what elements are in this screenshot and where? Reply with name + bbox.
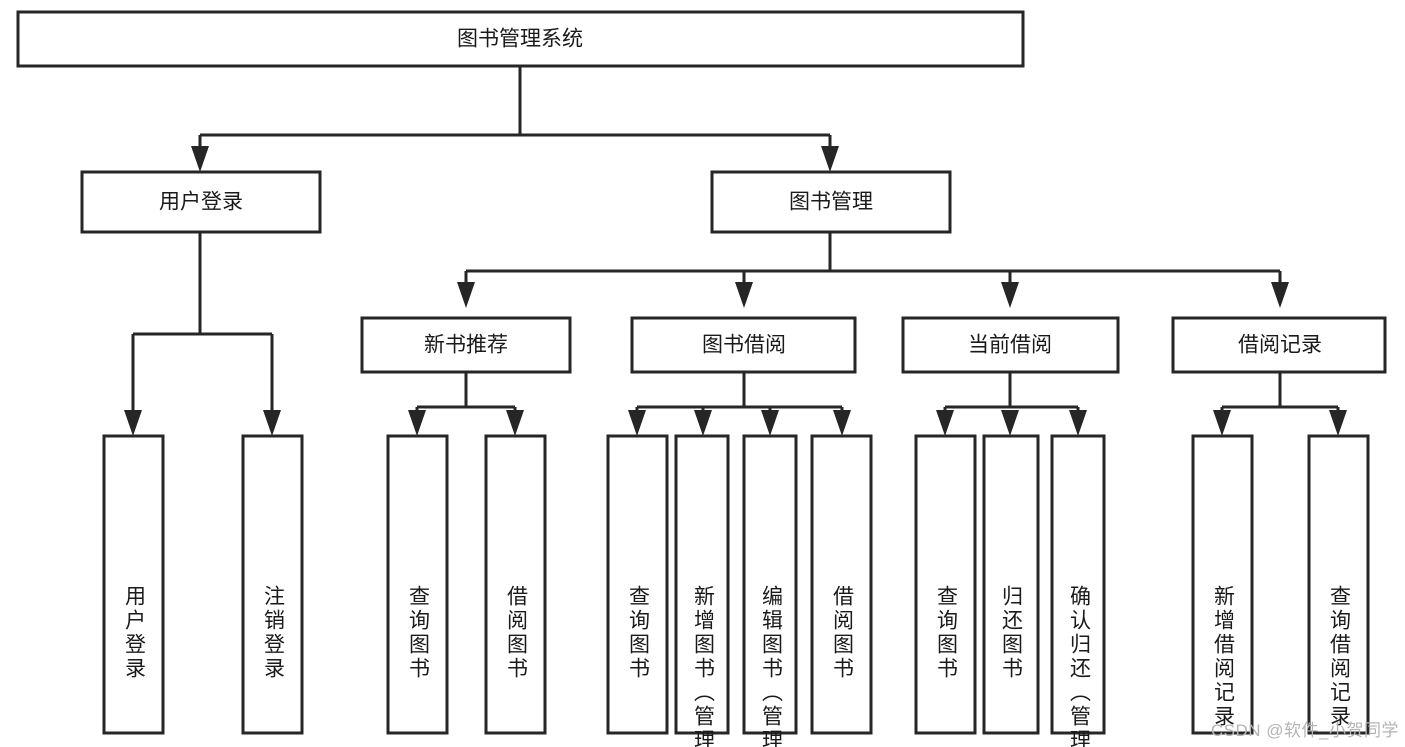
leaf-book-borrow-add[interactable]: 新增图书（管理员）: [674, 434, 730, 747]
node-book-management[interactable]: 图书管理: [710, 170, 952, 234]
connector-group-new-book: [408, 372, 524, 436]
connector-group-user-login: [124, 232, 281, 436]
leaf-borrow-record-query[interactable]: 查询借阅记录: [1307, 434, 1370, 735]
leaf-book-borrow-query-label: 查询图书: [627, 585, 651, 681]
node-current-borrow-label: 当前借阅: [968, 334, 1052, 357]
leaf-user-login-logout-label: 注销登录: [262, 585, 286, 681]
leaf-book-borrow-add-label: 新增图书（管理员）: [692, 585, 716, 747]
connector-group-book-borrow: [628, 372, 851, 436]
connector-group-borrow-record: [1213, 372, 1347, 436]
leaf-user-login-login-label: 用户登录: [123, 585, 147, 681]
node-borrow-record-label: 借阅记录: [1238, 334, 1322, 357]
node-new-book-recommend-label: 新书推荐: [424, 334, 508, 357]
leaf-book-borrow-edit-label: 编辑图书（管理员）: [760, 585, 784, 747]
leaf-book-borrow-borrow[interactable]: 借阅图书: [810, 434, 873, 735]
leaf-current-borrow-return[interactable]: 归还图书: [982, 434, 1040, 735]
leaf-borrow-record-add[interactable]: 新增借阅记录: [1191, 434, 1254, 735]
connector-group-book-management: [457, 232, 1289, 308]
leaf-current-borrow-confirm[interactable]: 确认归还（管理员）: [1050, 434, 1106, 747]
leaf-current-borrow-query[interactable]: 查询图书: [914, 434, 977, 735]
leaf-new-book-query[interactable]: 查询图书: [386, 434, 449, 735]
node-current-borrow[interactable]: 当前借阅: [901, 316, 1120, 374]
node-book-borrow[interactable]: 图书借阅: [630, 316, 857, 374]
node-root-system[interactable]: 图书管理系统: [16, 10, 1025, 68]
leaf-current-borrow-return-label: 归还图书: [1000, 585, 1024, 681]
leaf-new-book-borrow-label: 借阅图书: [505, 585, 529, 681]
node-user-login[interactable]: 用户登录: [80, 170, 322, 234]
leaf-current-borrow-confirm-label: 确认归还（管理员）: [1068, 585, 1092, 747]
node-user-login-label: 用户登录: [159, 191, 243, 214]
leaf-borrow-record-add-label: 新增借阅记录: [1212, 585, 1236, 729]
node-borrow-record[interactable]: 借阅记录: [1171, 316, 1387, 374]
node-book-borrow-label: 图书借阅: [702, 334, 786, 357]
leaf-book-borrow-query[interactable]: 查询图书: [606, 434, 669, 735]
leaf-user-login-logout[interactable]: 注销登录: [241, 434, 304, 735]
leaf-user-login-login[interactable]: 用户登录: [102, 434, 165, 735]
csdn-watermark: CSDN @软件_小贺同学: [1210, 721, 1399, 740]
connector-group-current-borrow: [936, 372, 1087, 436]
leaf-new-book-borrow[interactable]: 借阅图书: [484, 434, 547, 735]
leaf-current-borrow-query-label: 查询图书: [935, 585, 959, 681]
leaf-new-book-query-label: 查询图书: [407, 585, 431, 681]
node-root-system-label: 图书管理系统: [457, 28, 583, 51]
leaf-borrow-record-query-label: 查询借阅记录: [1328, 585, 1352, 729]
leaf-book-borrow-edit[interactable]: 编辑图书（管理员）: [742, 434, 798, 747]
node-book-management-label: 图书管理: [789, 191, 873, 214]
node-new-book-recommend[interactable]: 新书推荐: [360, 316, 572, 374]
leaf-book-borrow-borrow-label: 借阅图书: [831, 585, 855, 681]
connector-group-root: [191, 66, 839, 172]
